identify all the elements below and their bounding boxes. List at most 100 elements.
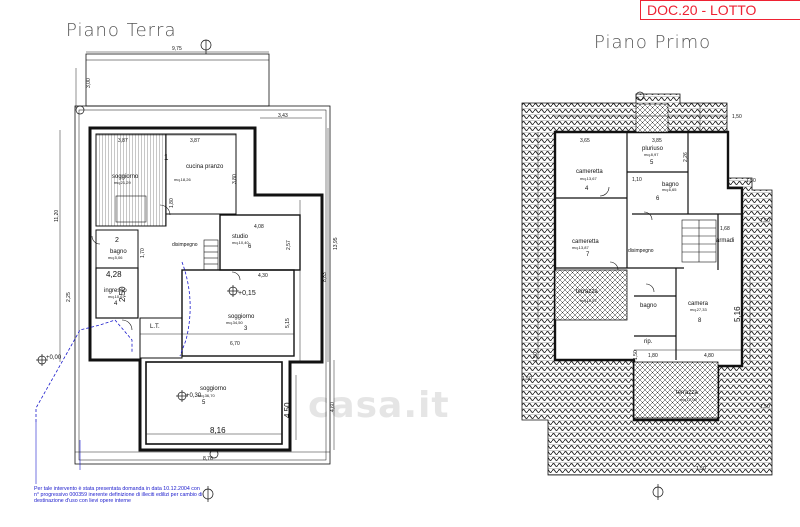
first-floor-title: Piano Primo [594, 32, 712, 53]
room-name: soggiorno [200, 386, 227, 392]
room-area: mq.36,70 [198, 393, 215, 398]
room-area: mq.5,06 [108, 255, 123, 260]
dimension: 4,28 [106, 270, 122, 279]
level-label: +0,30 [186, 393, 202, 399]
room-name: cucina pranzo [186, 164, 224, 170]
dimension: 3,65 [580, 138, 590, 144]
dimension: 1,50 [533, 352, 539, 362]
elevation-label: +0,00 [46, 355, 62, 361]
room-marker: 5 [202, 400, 206, 406]
dimension: 3,43 [278, 113, 288, 119]
room-name: bagno [110, 249, 127, 255]
room-marker: 7 [586, 252, 590, 258]
room-area: mq.34,50 [226, 320, 243, 325]
room-marker: 6 [656, 196, 660, 202]
dimension: 4,08 [254, 224, 264, 230]
dimension: 5,16 [733, 306, 742, 322]
dimension: 2,57 [286, 240, 292, 250]
room-name: L.T. [150, 324, 160, 330]
dimension: 13,95 [333, 237, 339, 250]
first-floor-plan [521, 93, 773, 476]
dimension: 1,80 [169, 198, 175, 208]
dimension: 3,00 [86, 78, 92, 88]
room-marker: 4 [114, 301, 118, 307]
dimension: 4,30 [258, 273, 268, 279]
dimension: 11,20 [54, 210, 60, 222]
room-name: soggiorno [112, 174, 139, 180]
dimension: 1,10 [632, 177, 642, 183]
dimension: 1,50 [746, 178, 756, 184]
room-area: mq.13,87 [572, 245, 589, 250]
room-marker: 2 [115, 237, 119, 244]
room-marker: 4 [585, 186, 589, 192]
room-name: disimpegno [172, 242, 198, 248]
dimension: 3,87 [118, 138, 128, 144]
room-name: pluriuso [642, 146, 664, 152]
first-floor-labels: cameretta mq.13,67 pluriuso mq.8,97 bagn… [522, 114, 770, 472]
room-area: mq.27,33 [690, 307, 707, 312]
dimension: 8,83 [322, 272, 328, 282]
ground-floor-title: Piano Terra [66, 20, 177, 41]
room-marker: 3 [244, 326, 248, 332]
room-area: mq.10,57 [580, 298, 597, 303]
room-name: terrazza [576, 289, 598, 295]
ground-floor-plan [35, 51, 335, 484]
dimension: 1,50 [760, 218, 770, 224]
dimension: 2,25 [66, 292, 72, 302]
room-name: bagno [640, 303, 657, 309]
ground-floor-vertical-dims: 11,20 13,95 8,83 2,25 3,00 4,60 5,15 2,5… [54, 78, 339, 418]
room-area: mq.10,67 [108, 294, 125, 299]
room-name: camera [688, 301, 709, 307]
room-area: mq.21,29 [114, 180, 131, 185]
room-name: rip. [644, 339, 653, 345]
watermark: casa.it [308, 385, 450, 426]
room-marker: 5 [650, 160, 654, 166]
dimension: 3,80 [232, 174, 238, 184]
room-area: mq.13,67 [580, 176, 597, 181]
dimension: 1,50 [633, 350, 639, 360]
room-name: disimpegno [628, 248, 654, 254]
dimension: 1,50 [760, 404, 770, 410]
room-marker: 1 [164, 153, 169, 162]
room-name: soggiorno [228, 314, 255, 320]
dimension: 1,50 [522, 376, 532, 382]
dimension: 8,76 [203, 456, 213, 462]
dimension: 6,70 [230, 341, 240, 347]
level-label: +0,15 [238, 290, 256, 297]
elevation-markers [36, 39, 664, 502]
dimension: 4,80 [704, 353, 714, 359]
room-area: mq.18,26 [174, 177, 191, 182]
dimension: 3,87 [190, 138, 200, 144]
room-name: armadi [716, 238, 734, 244]
dimension: 1,68 [720, 226, 730, 232]
room-area: mq.10,40 [232, 240, 249, 245]
room-name: cameretta [576, 169, 603, 175]
room-name: terrazza [676, 390, 698, 396]
room-name: bagno [662, 182, 679, 188]
room-marker: 8 [698, 318, 702, 324]
dimension: 1,70 [140, 248, 146, 258]
document-label: DOC.20 - LOTTO [640, 0, 800, 20]
dimension: 2,50 [118, 286, 127, 302]
dimension: 8,16 [210, 426, 226, 435]
room-name: cameretta [572, 239, 599, 245]
dimension: 9,75 [172, 46, 182, 52]
ground-floor-labels: soggiorno mq.21,29 cucina pranzo mq.18,2… [46, 46, 288, 462]
room-area: mq.6,65 [662, 187, 677, 192]
dimension: 3,85 [652, 138, 662, 144]
dimension: 1,50 [732, 114, 742, 120]
room-area: mq.17,00 [680, 397, 697, 402]
dimension: 4,50 [283, 402, 292, 418]
room-name: ingresso [104, 288, 127, 294]
room-area: mq.8,97 [644, 152, 659, 157]
dimension: 1,80 [648, 353, 658, 359]
first-floor-vertical-dims: 2,26 5,16 1,50 1,50 [533, 152, 742, 362]
dimension: 5,15 [285, 318, 291, 328]
dimension: 2,26 [683, 152, 689, 162]
room-marker: 6 [248, 244, 252, 250]
legal-note: Per tale intervento è stata presentata d… [34, 486, 203, 505]
dimension: 1,50 [696, 466, 706, 472]
dimension: 4,60 [330, 402, 336, 412]
room-name: studio [232, 234, 249, 240]
